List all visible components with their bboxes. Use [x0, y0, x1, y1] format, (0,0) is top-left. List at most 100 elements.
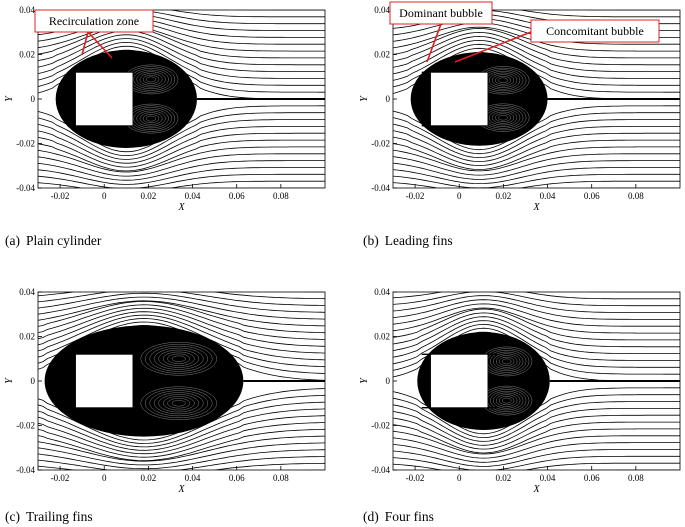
streamline: [38, 435, 325, 462]
cylinder: [75, 71, 134, 127]
x-tick-label: 0.02: [496, 191, 512, 201]
streamlines: [38, 292, 325, 470]
caption-text: Plain cylinder: [25, 233, 102, 248]
streamline: [38, 462, 325, 470]
vortex-line: [492, 111, 515, 124]
x-tick-label: 0.08: [273, 191, 289, 201]
y-tick-label: -0.04: [371, 465, 390, 475]
recirculation-region: [44, 325, 244, 437]
x-tick-label: -0.02: [51, 473, 70, 483]
vortex-line: [171, 400, 186, 407]
x-tick-label: 0.08: [273, 473, 289, 483]
y-tick-label: 0.02: [374, 50, 390, 60]
vortex-line: [139, 73, 163, 86]
vortex-line: [144, 388, 213, 419]
streamline: [38, 292, 325, 300]
vortex-line: [498, 356, 515, 366]
streamline: [393, 394, 680, 439]
streamline: [38, 318, 325, 368]
streamline: [38, 153, 325, 177]
vortex-line: [496, 355, 518, 368]
annotation-label: Dominant bubble: [399, 6, 483, 20]
x-tick-label: 0.06: [584, 191, 600, 201]
streamline: [393, 146, 680, 172]
y-axis-label: Y: [4, 377, 15, 384]
y-tick-label: 0.04: [19, 287, 35, 297]
streamline: [393, 28, 680, 59]
streamline: [393, 316, 680, 354]
vortex-line: [149, 390, 209, 417]
caption-label: (a): [5, 233, 20, 248]
vortex-line: [501, 397, 512, 404]
x-tick-label: 0: [457, 473, 462, 483]
streamline: [393, 323, 680, 368]
vortex-line: [144, 343, 213, 374]
vortex-line: [171, 355, 186, 362]
cylinder: [430, 353, 489, 409]
streamline: [393, 112, 680, 155]
streamline: [38, 34, 325, 72]
caption-b: (b)Leading fins: [363, 233, 453, 249]
streamline: [38, 112, 325, 157]
vortex-line: [140, 386, 217, 421]
caption-label: (c): [5, 509, 20, 524]
streamline: [38, 132, 325, 168]
x-tick-label: -0.02: [406, 473, 425, 483]
y-tick-label: -0.04: [16, 465, 35, 475]
streamline: [38, 422, 325, 458]
caption-text: Trailing fins: [25, 509, 93, 524]
streamline: [38, 442, 325, 466]
vortex-line: [153, 392, 204, 415]
streamline: [393, 428, 680, 455]
vortex-line: [153, 347, 204, 370]
vortex-line: [501, 358, 512, 365]
streamline: [393, 10, 680, 18]
streamline: [393, 160, 680, 180]
streamline: [38, 311, 325, 354]
vortex-line: [146, 115, 157, 122]
streamline: [38, 300, 325, 334]
streamline: [586, 292, 680, 293]
vortex-line: [139, 112, 163, 125]
vortex-line: [490, 390, 524, 411]
streamline: [38, 160, 325, 181]
streamline: [393, 435, 680, 459]
streamline: [393, 408, 680, 446]
x-tick-label: 0.04: [540, 191, 556, 201]
vortex-line: [495, 75, 512, 85]
caption-a: (a) Plain cylinder: [5, 233, 101, 249]
vortex-line: [158, 349, 200, 368]
x-axis-label: X: [532, 484, 540, 495]
streamline: [393, 320, 680, 361]
vortex-line: [498, 396, 515, 406]
annotation-arrow: [426, 23, 442, 63]
x-tick-label: 0.02: [141, 191, 157, 201]
y-tick-label: 0.02: [19, 332, 35, 342]
streamlines: [393, 292, 680, 470]
streamline: [393, 31, 680, 66]
streamline: [301, 292, 325, 293]
streamline: [38, 292, 325, 313]
caption-text: Four fins: [384, 509, 434, 524]
streamline: [38, 38, 325, 79]
vortex-line: [167, 353, 191, 364]
streamline: [393, 455, 680, 470]
vortex-line: [136, 71, 166, 88]
vortex-line: [158, 394, 200, 413]
vortex-line: [162, 351, 195, 366]
cylinder: [430, 71, 489, 127]
y-tick-label: -0.02: [16, 139, 35, 149]
vortex-line: [167, 398, 191, 409]
streamline: [393, 39, 680, 79]
caption-label: (b): [363, 233, 379, 248]
vortex-line: [140, 341, 217, 376]
y-tick-label: 0.02: [374, 332, 390, 342]
vortex-line: [136, 110, 166, 127]
x-tick-label: 0.02: [496, 473, 512, 483]
